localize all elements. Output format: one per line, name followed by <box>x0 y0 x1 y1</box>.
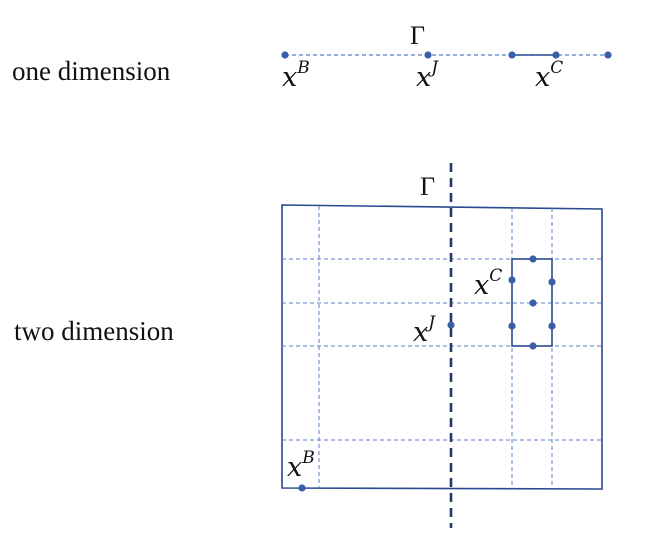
2d-point-c-top <box>529 255 537 263</box>
1d-xb-label: xB <box>282 58 310 93</box>
2d-domain-boundary <box>281 204 603 490</box>
1d-gamma-label: Γ <box>410 21 425 50</box>
1d-xj-label: xJ <box>416 58 439 93</box>
1d-point-j <box>424 51 432 59</box>
1d-point-c-left <box>508 51 516 59</box>
2d-grid-vertical <box>318 206 553 489</box>
one-dimension-label: one dimension <box>12 56 171 86</box>
2d-point-c-middle <box>529 299 537 307</box>
2d-point-b <box>298 484 306 492</box>
one-dimension-diagram: Γ xB xJ xC <box>281 21 612 93</box>
2d-point-c-bottom <box>529 342 537 350</box>
2d-gamma-label: Γ <box>420 172 435 201</box>
2d-point-c-right-lower <box>548 322 556 330</box>
1d-point-b <box>281 51 289 59</box>
2d-point-c-left-lower <box>508 322 516 330</box>
2d-points <box>298 255 556 492</box>
2d-xj-label: xJ <box>413 313 436 348</box>
2d-point-j <box>447 321 455 329</box>
1d-point-end <box>604 51 612 59</box>
2d-point-c-right-upper <box>548 278 556 286</box>
two-dimension-label: two dimension <box>14 316 174 346</box>
2d-grid-horizontal <box>282 258 602 441</box>
2d-point-c-left-upper <box>508 276 516 284</box>
1d-xc-label: xC <box>535 58 563 93</box>
2d-xc-label: xC <box>474 266 502 301</box>
two-dimension-diagram: Γ xC xJ xB <box>281 163 603 528</box>
1d-point-c-right <box>552 51 560 59</box>
2d-xb-label: xB <box>287 448 315 483</box>
